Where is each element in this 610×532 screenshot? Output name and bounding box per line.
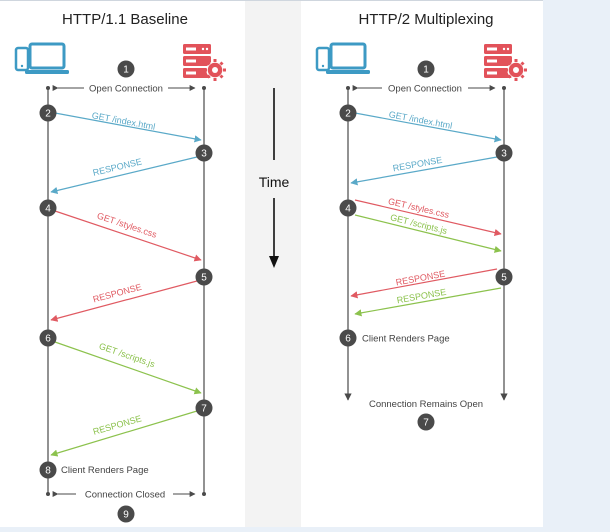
svg-text:7: 7 — [201, 404, 207, 415]
right-connection-open: Connection Remains Open — [369, 399, 483, 410]
right-client-renders: Client Renders Page — [362, 334, 450, 345]
svg-text:1: 1 — [423, 65, 429, 76]
time-arrowhead — [269, 256, 279, 268]
left-response-3-arrow — [50, 410, 198, 457]
left-response-2-arrow — [50, 280, 198, 322]
left-step-8: 8 — [39, 461, 57, 479]
left-title: HTTP/1.1 Baseline — [62, 11, 188, 28]
left-get-index-arrow — [54, 112, 202, 143]
right-get-index-arrow — [354, 112, 502, 143]
right-step-5: 5 — [495, 268, 513, 286]
svg-text:7: 7 — [423, 418, 429, 429]
right-step-7: 7 — [417, 413, 435, 431]
right-step-2: 2 — [339, 104, 357, 122]
left-step-4: 4 — [39, 199, 57, 217]
left-connection-closed: Connection Closed — [85, 490, 165, 501]
left-get-scripts-arrow — [54, 341, 202, 395]
right-step-3: 3 — [495, 144, 513, 162]
svg-text:8: 8 — [45, 466, 51, 477]
left-step-1: 1 — [117, 60, 135, 78]
svg-text:3: 3 — [201, 149, 207, 160]
right-get-scripts-arrow — [354, 214, 502, 253]
svg-text:4: 4 — [45, 204, 51, 215]
right-response-1-arrow — [350, 156, 498, 186]
right-response-styles-arrow — [350, 268, 498, 299]
svg-text:4: 4 — [345, 204, 351, 215]
left-step-3: 3 — [195, 144, 213, 162]
right-step-4: 4 — [339, 199, 357, 217]
right-step-6: 6 — [339, 329, 357, 347]
left-step-5: 5 — [195, 268, 213, 286]
svg-text:6: 6 — [345, 334, 351, 345]
svg-text:2: 2 — [345, 109, 351, 120]
left-step-2: 2 — [39, 104, 57, 122]
left-open-connection: Open Connection — [89, 84, 163, 95]
svg-text:5: 5 — [501, 273, 507, 284]
right-panel — [301, 0, 543, 527]
right-get-styles-arrow — [354, 199, 502, 237]
svg-text:5: 5 — [201, 273, 207, 284]
left-response-1-arrow — [50, 156, 198, 194]
left-step-9: 9 — [117, 505, 135, 523]
right-response-scripts-arrow — [354, 287, 502, 317]
left-step-6: 6 — [39, 329, 57, 347]
svg-text:3: 3 — [501, 149, 507, 160]
left-get-styles-arrow — [54, 210, 202, 262]
svg-text:9: 9 — [123, 510, 129, 521]
right-title: HTTP/2 Multiplexing — [358, 11, 493, 28]
left-panel — [0, 0, 245, 527]
svg-text:1: 1 — [123, 65, 129, 76]
left-client-renders: Client Renders Page — [61, 465, 149, 476]
right-open-connection: Open Connection — [388, 84, 462, 95]
right-step-1: 1 — [417, 60, 435, 78]
left-step-7: 7 — [195, 399, 213, 417]
svg-text:2: 2 — [45, 109, 51, 120]
time-label: Time — [259, 174, 290, 190]
svg-text:6: 6 — [45, 334, 51, 345]
